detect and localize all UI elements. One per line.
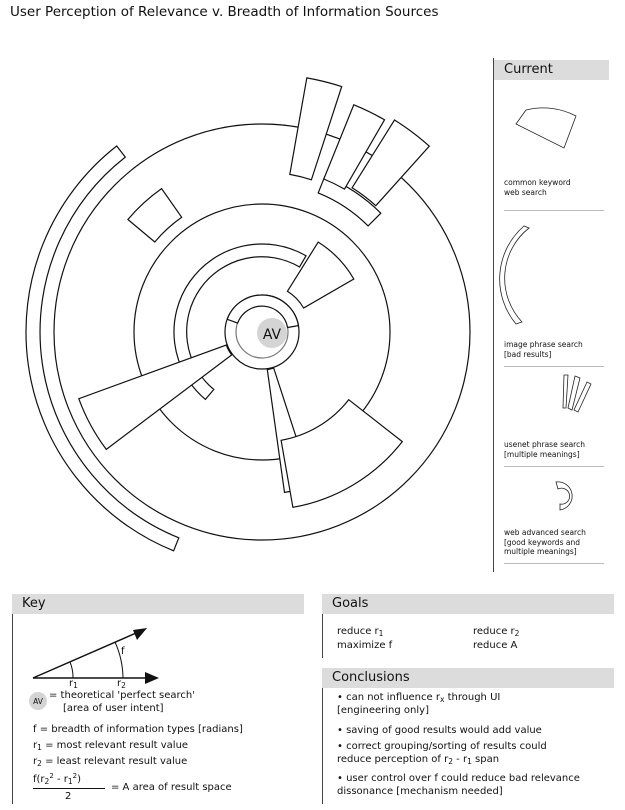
image-phrase-glyph (499, 225, 530, 325)
key-f-def: f = breadth of information types [radian… (33, 724, 243, 735)
key-av-def-sub: [area of user intent] (63, 703, 164, 714)
conclusion-item: [engineering only] (337, 705, 429, 716)
goal-reduce-r2: reduce r2 (473, 626, 520, 638)
top-spoke-3 (351, 119, 431, 207)
av-center-label: AV (263, 327, 282, 343)
upper-inner-wedge (286, 241, 355, 309)
goals-heading: Goals (322, 594, 614, 614)
inner-ring-arc (226, 294, 300, 329)
key-panel: f r1 r2 AV = theoretical 'perfect search… (12, 614, 305, 804)
web-advanced-glyph (555, 481, 573, 511)
key-f-label: f (121, 646, 125, 657)
key-av-badge-text: AV (33, 697, 44, 706)
key-heading: Key (12, 594, 304, 614)
outer-circle (53, 123, 471, 541)
conclusion-item: • correct grouping/sorting of results co… (337, 741, 547, 752)
goal-reduce-a: reduce A (473, 640, 518, 651)
divider (504, 563, 604, 564)
key-formula-numerator: f(r22 - r12) (33, 772, 82, 786)
lower-left-wedge (78, 344, 233, 451)
top-spoke-1 (289, 77, 343, 181)
middle-circle (133, 203, 391, 461)
goal-reduce-r1: reduce r1 (337, 626, 384, 638)
sidebar-item-label: image phrase search[bad results] (504, 340, 583, 359)
key-r1-def: r1 = most relevant result value (33, 740, 189, 752)
page-title: User Perception of Relevance v. Breadth … (10, 4, 439, 20)
goals-panel: reduce r1 reduce r2 maximize f reduce A (322, 614, 615, 658)
usenet-phrase-glyph (562, 374, 592, 413)
top-spoke-2 (323, 104, 386, 190)
inner-arc-band (173, 243, 307, 401)
key-wedge-figure (32, 628, 159, 684)
common-keyword-glyph (515, 107, 577, 149)
av-center-disc (257, 318, 287, 348)
conclusion-item: reduce perception of r2 - r1 span (337, 754, 500, 766)
key-formula-bar (33, 788, 105, 789)
conclusions-heading: Conclusions (322, 668, 614, 688)
goal-maximize-f: maximize f (337, 640, 393, 651)
key-r2-label: r2 (117, 678, 126, 690)
conclusion-item: • can not influence rx through UI (337, 692, 501, 704)
divider (504, 466, 604, 467)
key-r1-label: r1 (69, 678, 78, 690)
outer-arc-band (25, 145, 180, 552)
lower-right-wedge (280, 398, 404, 508)
divider (504, 210, 604, 211)
conclusion-item: • saving of good results would add value (337, 725, 542, 736)
conclusions-panel: • can not influence rx through UI [engin… (322, 688, 615, 804)
key-av-def: = theoretical 'perfect search' (49, 690, 196, 701)
sidebar-item-label: usenet phrase search[multiple meanings] (504, 440, 585, 459)
divider (504, 366, 604, 367)
left-arc-wedge (127, 187, 183, 243)
key-r2-def: r2 = least relevant result value (33, 756, 188, 768)
sidebar-heading: Current (494, 60, 609, 80)
key-formula-result: = A area of result space (111, 782, 232, 793)
conclusion-item: dissonance [mechanism needed] (337, 786, 503, 797)
key-av-badge: AV (29, 692, 47, 710)
key-formula-denominator: 2 (65, 791, 72, 802)
conclusion-item: • user control over f could reduce bad r… (337, 773, 580, 784)
